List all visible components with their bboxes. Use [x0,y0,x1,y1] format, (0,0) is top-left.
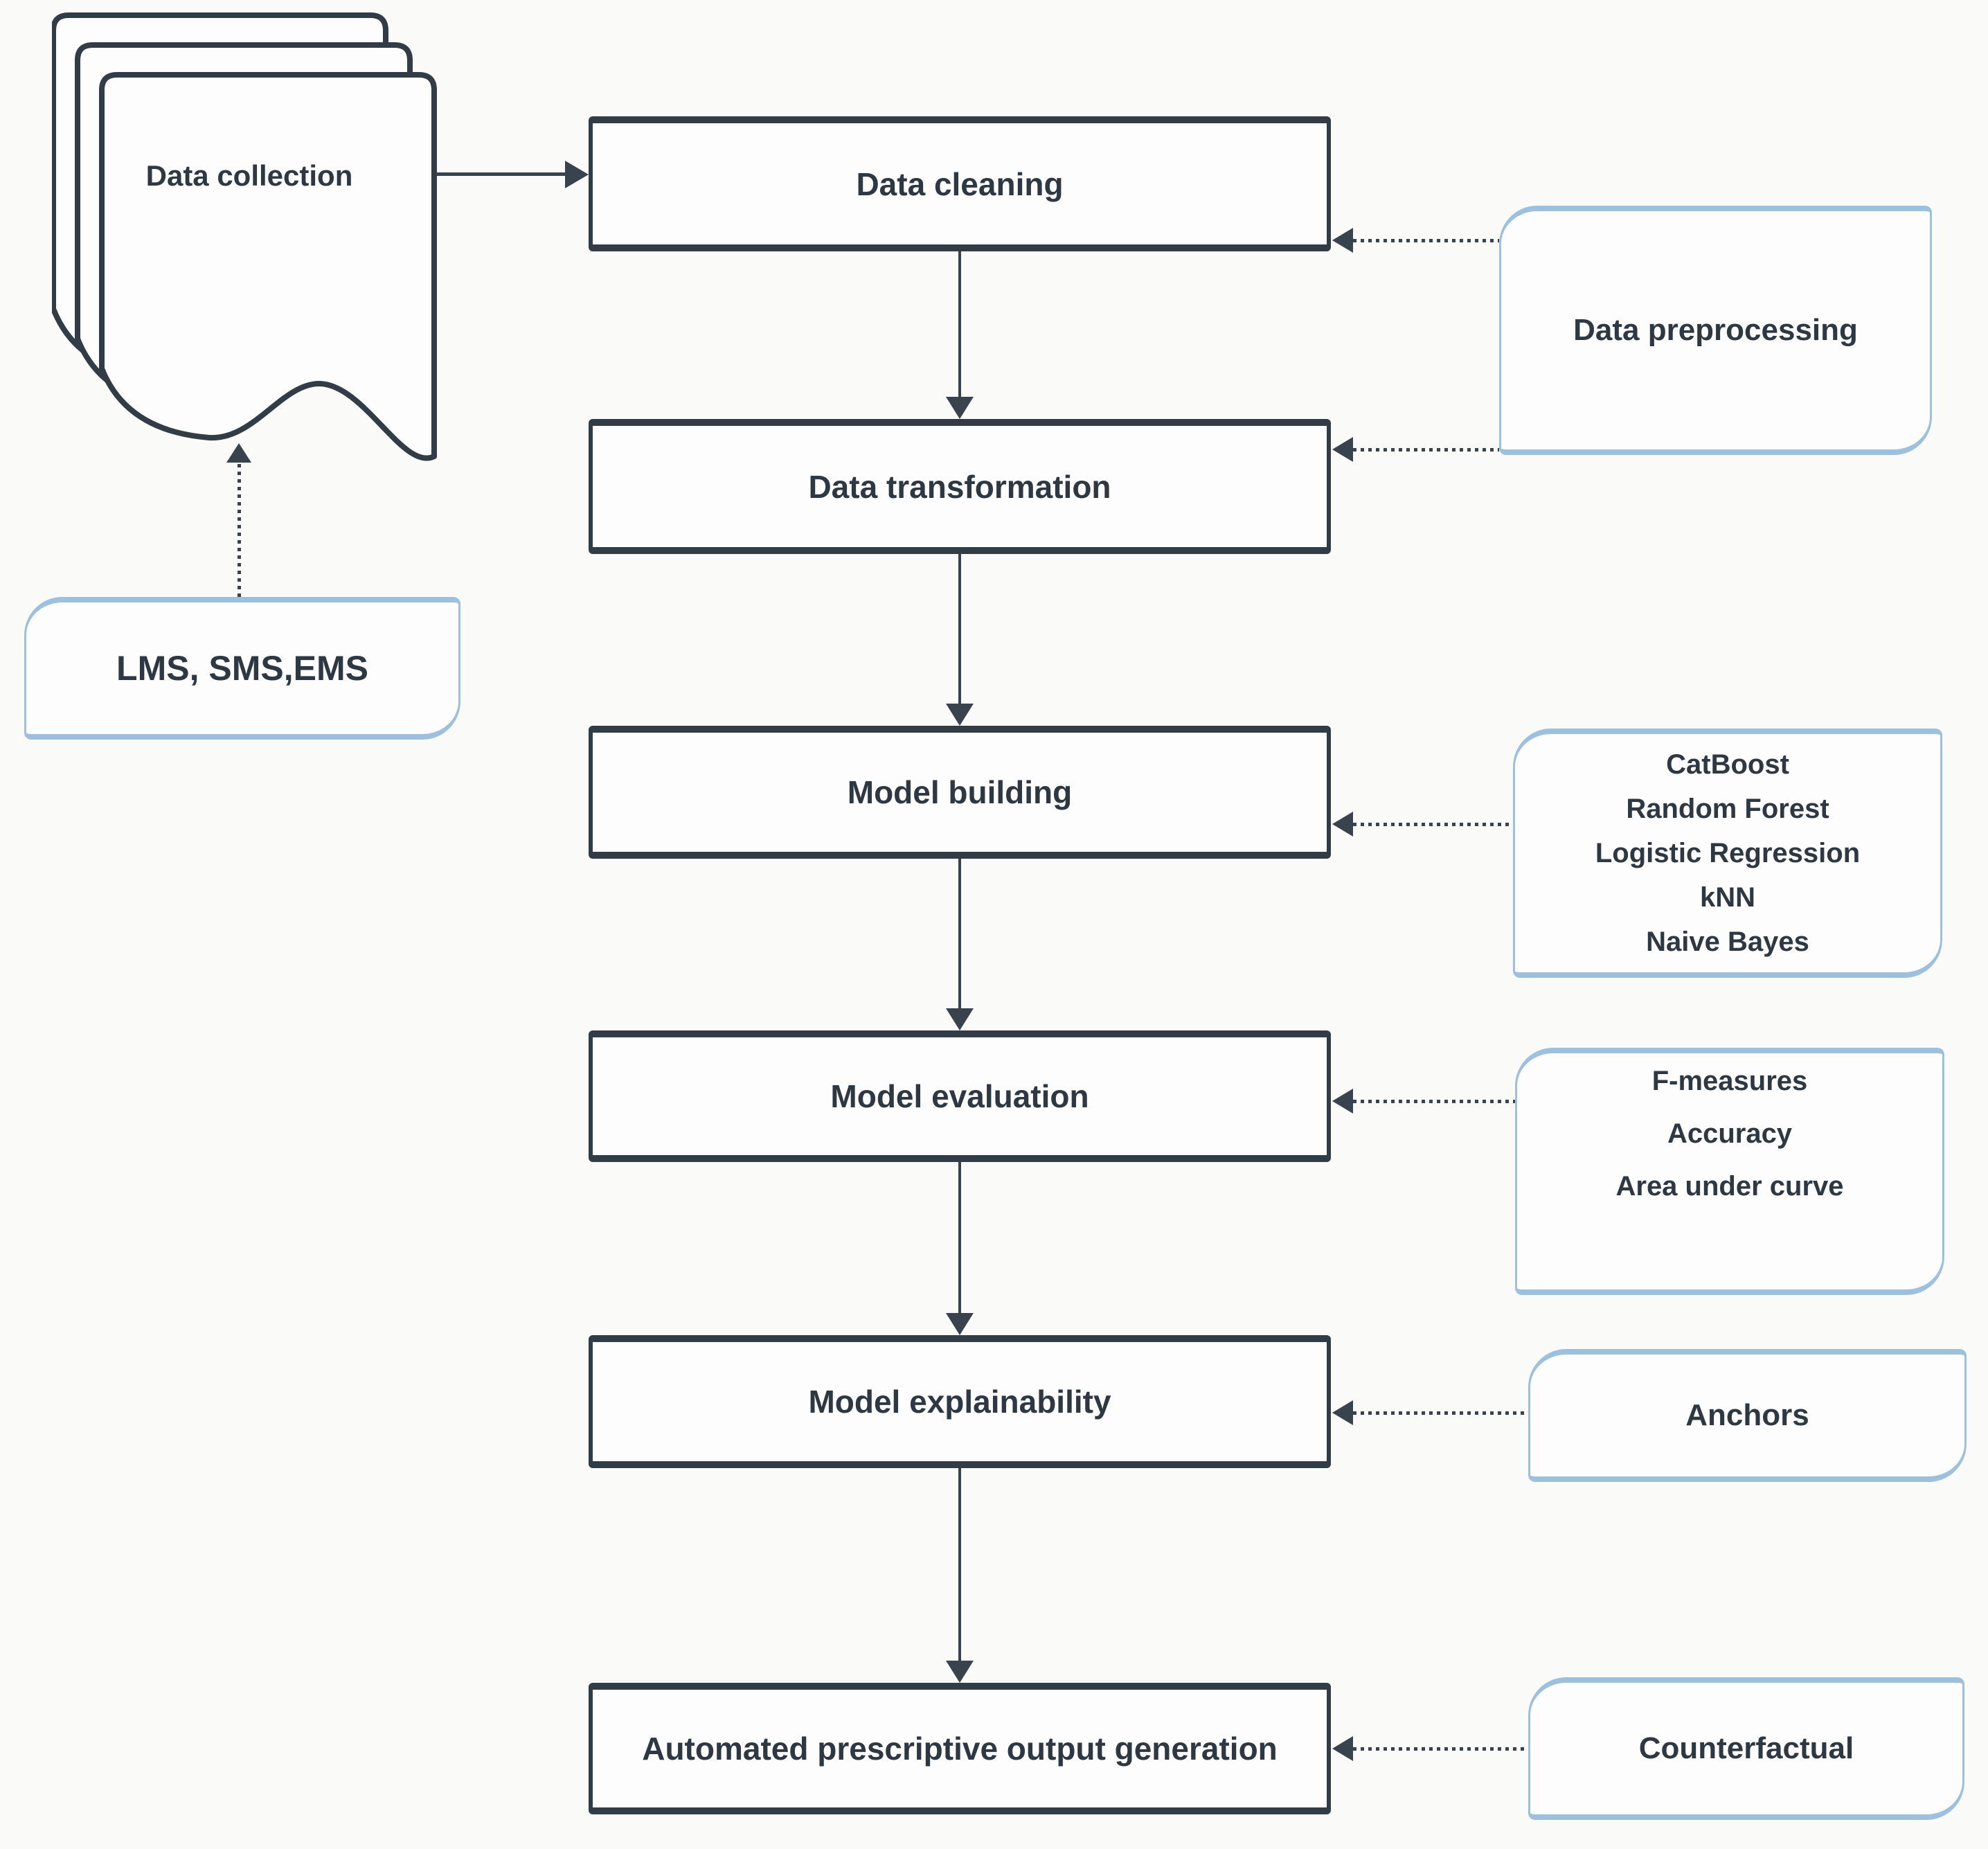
arrowhead-down-icon [946,1313,974,1335]
annotation-line: Random Forest [1626,794,1829,824]
arrowhead-up-icon [226,443,251,463]
arrowhead-left-icon [1332,812,1353,837]
dotted-arrow-lms-to-data-collection [238,464,241,597]
flow-box-model-explainability: Model explainability [589,1335,1331,1468]
arrowhead-down-icon [946,397,974,419]
annotation-label: Data preprocessing [1573,313,1858,347]
annotation-counterfactual: Counterfactual [1528,1677,1964,1820]
annotation-line: F-measures [1651,1066,1808,1096]
annotation-evaluation-metrics: F-measures Accuracy Area under curve [1515,1048,1944,1295]
arrowhead-left-icon [1332,228,1353,253]
flow-box-label: Data transformation [808,468,1111,505]
arrow-data-collection-to-data-cleaning [436,172,565,176]
arrow-model-explainability-to-output-generation [958,1468,961,1662]
flow-box-label: Model building [847,774,1073,810]
arrow-model-evaluation-to-model-explainability [958,1161,961,1314]
flow-box-data-transformation: Data transformation [589,419,1331,554]
arrow-model-building-to-model-evaluation [958,859,961,1010]
annotation-line: Accuracy [1667,1118,1793,1149]
arrow-data-cleaning-to-data-transformation [958,251,961,398]
arrowhead-right-icon [565,161,589,188]
annotation-line: kNN [1699,882,1756,913]
document-stack-icon [52,12,447,497]
arrow-data-transformation-to-model-building [958,554,961,705]
dotted-arrow-algorithms-to-model-building [1353,823,1513,826]
arrowhead-left-icon [1332,1736,1353,1761]
flow-box-label: Model explainability [808,1384,1111,1420]
annotation-label: Anchors [1685,1398,1809,1432]
arrowhead-down-icon [946,1661,974,1683]
annotation-line: Naive Bayes [1646,927,1809,957]
flow-box-data-cleaning: Data cleaning [589,116,1331,251]
dotted-arrow-preprocessing-to-data-transformation [1353,448,1499,452]
flow-box-model-evaluation: Model evaluation [589,1030,1331,1162]
annotation-algorithms: CatBoost Random Forest Logistic Regressi… [1513,729,1942,978]
annotation-line: Area under curve [1615,1171,1844,1202]
source-systems-label: LMS, SMS,EMS [116,649,368,688]
arrowhead-left-icon [1332,1400,1353,1425]
data-collection-label: Data collection [145,159,353,192]
arrowhead-down-icon [946,1008,974,1030]
flow-box-label: Model evaluation [830,1078,1089,1114]
annotation-line: CatBoost [1666,749,1789,780]
annotation-label: Counterfactual [1638,1731,1854,1765]
source-systems-note: LMS, SMS,EMS [24,597,460,740]
flow-box-automated-prescriptive-output-generation: Automated prescriptive output generation [589,1683,1331,1814]
dotted-arrow-preprocessing-to-data-cleaning [1353,239,1499,242]
dotted-arrow-counterfactual-to-output-generation [1353,1747,1528,1751]
flow-box-label: Automated prescriptive output generation [642,1731,1278,1767]
flow-box-label: Data cleaning [856,166,1064,202]
arrowhead-left-icon [1332,437,1353,462]
annotation-data-preprocessing: Data preprocessing [1499,206,1932,455]
dotted-arrow-metrics-to-model-evaluation [1353,1100,1515,1103]
annotation-line: Logistic Regression [1595,838,1861,868]
arrowhead-left-icon [1332,1089,1353,1114]
arrowhead-down-icon [946,704,974,726]
flow-box-model-building: Model building [589,726,1331,859]
dotted-arrow-anchors-to-model-explainability [1353,1411,1528,1415]
annotation-anchors: Anchors [1528,1349,1967,1482]
